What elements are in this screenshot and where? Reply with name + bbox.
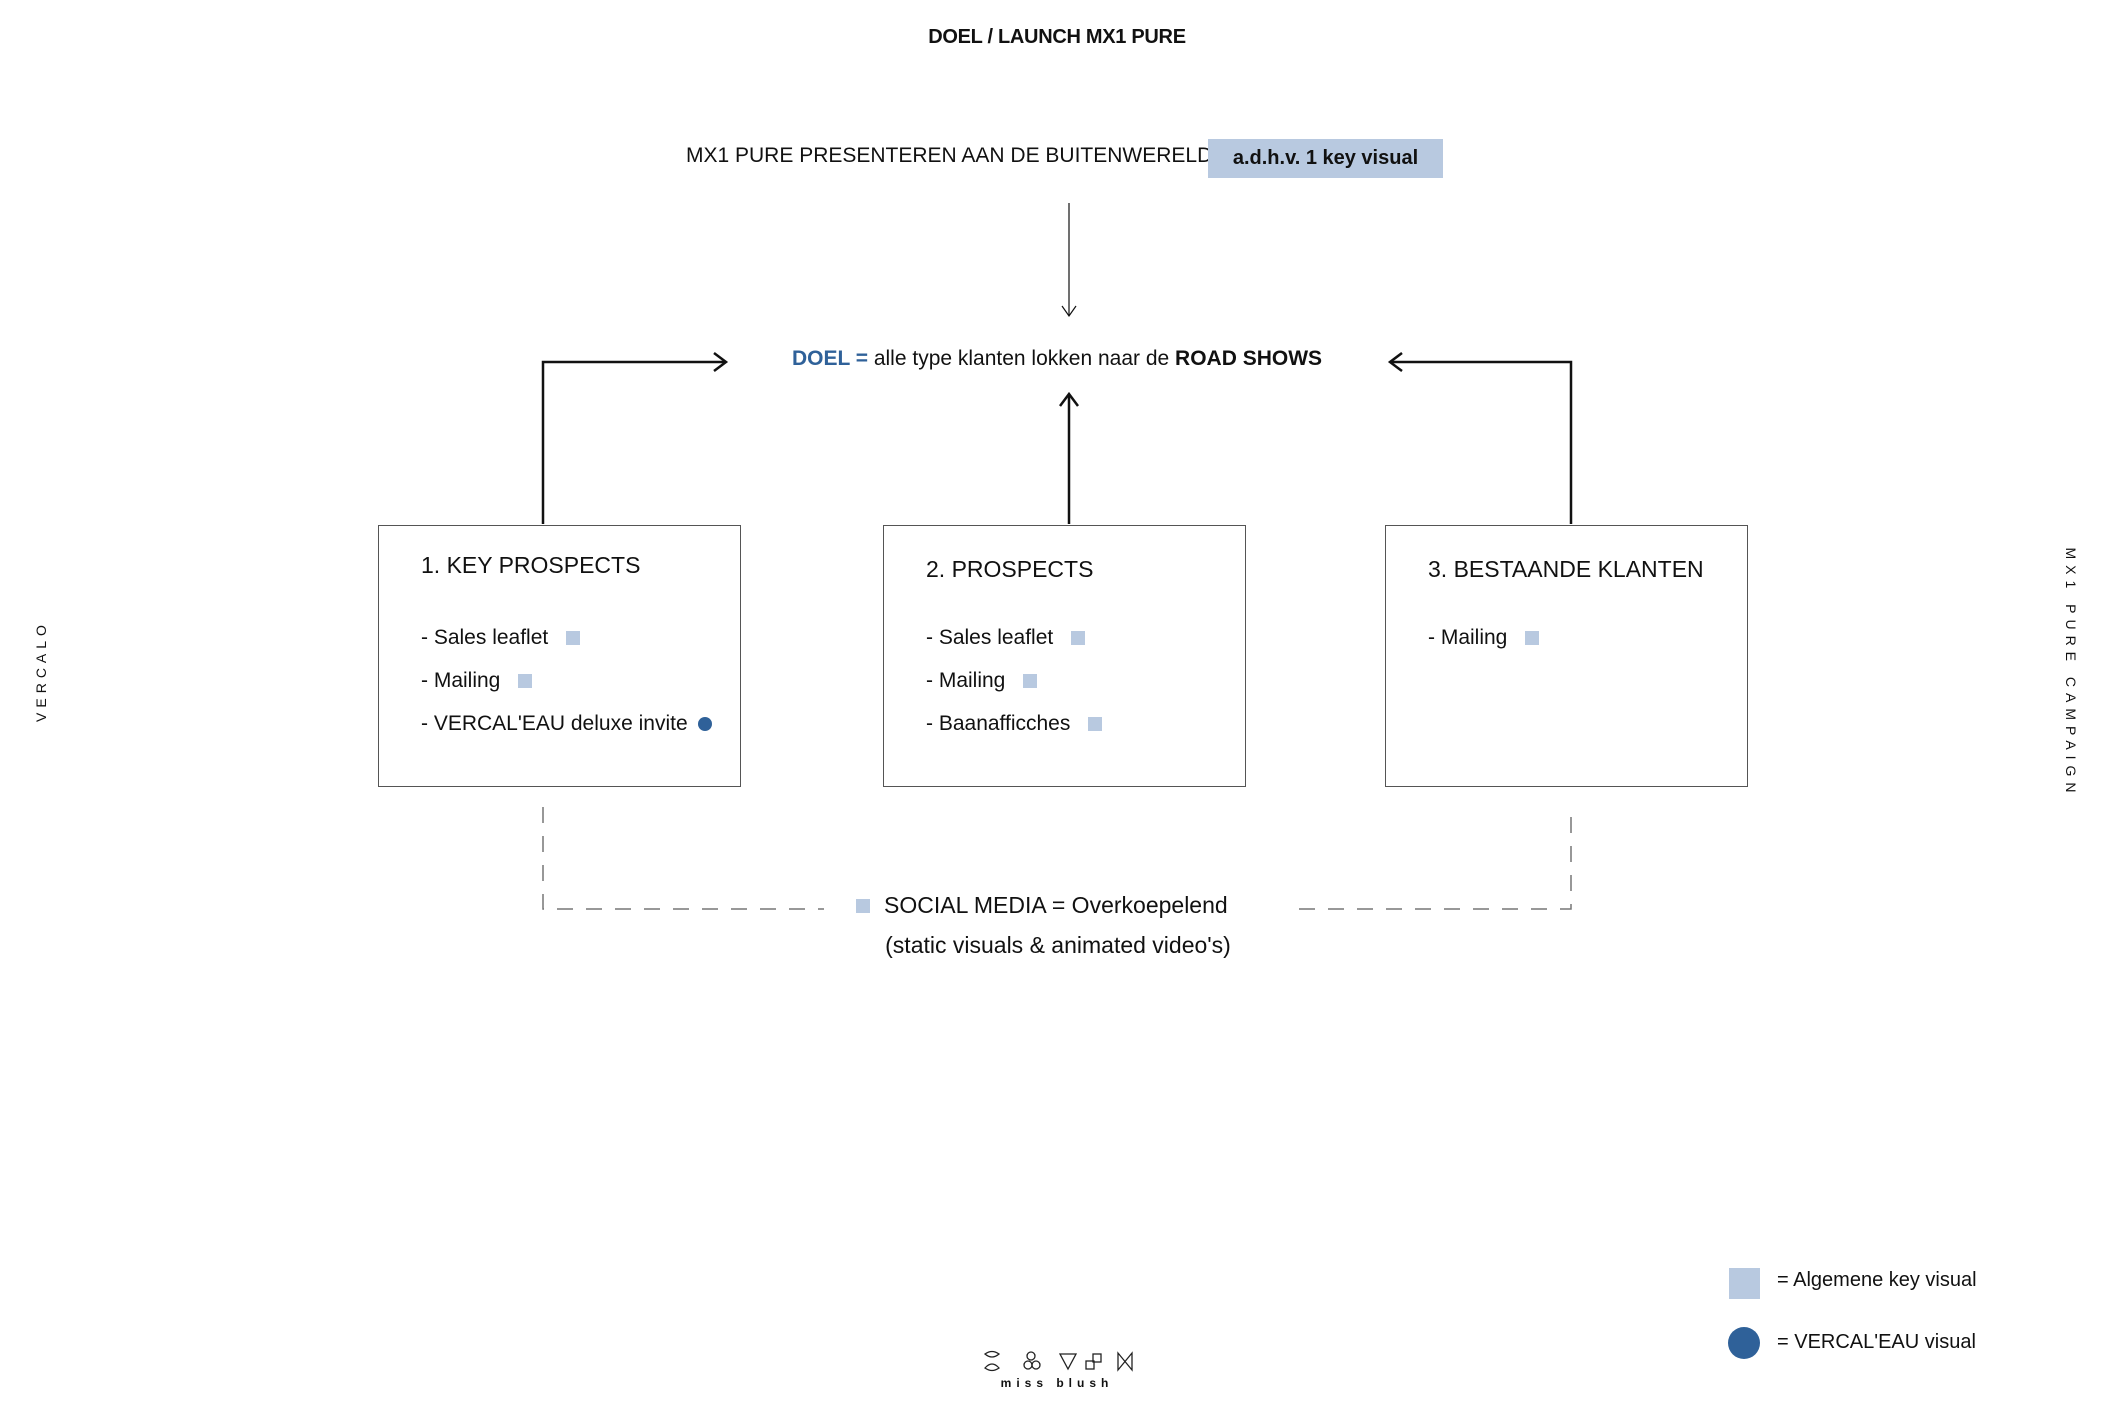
goal-text: alle type klanten lokken naar de — [868, 347, 1176, 370]
key-visual-marker-icon — [1023, 674, 1038, 688]
double-arc-icon — [983, 1350, 1001, 1372]
side-label-left: VERCALO — [33, 620, 49, 722]
goal-statement: DOEL = alle type klanten lokken naar de … — [0, 347, 2106, 371]
list-item: - Sales leaflet — [926, 626, 1086, 650]
box-title: 1. KEY PROSPECTS — [421, 552, 641, 578]
social-media-line: SOCIAL MEDIA = Overkoepelend — [856, 892, 1228, 919]
brand-logo-icons — [983, 1350, 1133, 1372]
dashed-left — [542, 807, 824, 910]
box-key-prospects: 1. KEY PROSPECTS - Sales leaflet - Maili… — [378, 525, 741, 787]
list-item: - VERCAL'EAU deluxe invite — [421, 712, 712, 736]
social-media-subtext: (static visuals & animated video's) — [885, 932, 1231, 958]
legend-label: = VERCAL'EAU visual — [1777, 1331, 1976, 1353]
key-visual-marker-icon — [856, 898, 870, 913]
box-title: 3. BESTAANDE KLANTEN — [1428, 556, 1704, 582]
box-prospects: 2. PROSPECTS - Sales leaflet - Mailing -… — [883, 525, 1246, 787]
legend-label: = Algemene key visual — [1777, 1269, 1977, 1291]
goal-label: DOEL = — [791, 347, 868, 370]
key-visual-marker-icon — [518, 674, 533, 688]
triangle-icon — [1058, 1353, 1078, 1371]
bowtie-icon — [1117, 1351, 1133, 1372]
key-visual-highlight: a.d.h.v. 1 key visual — [1208, 139, 1443, 178]
legend-square-icon — [1729, 1268, 1760, 1299]
list-item: - Baanafficches — [926, 712, 1103, 736]
legend-circle-icon — [1728, 1327, 1760, 1359]
list-item: - Mailing — [1428, 626, 1540, 650]
key-visual-marker-icon — [1071, 631, 1086, 645]
circles-icon — [1023, 1351, 1041, 1370]
list-item: - Mailing — [421, 669, 533, 693]
presentation-text: MX1 PURE PRESENTEREN AAN DE BUITENWERELD — [686, 144, 1213, 167]
box-bestaande-klanten: 3. BESTAANDE KLANTEN - Mailing — [1385, 525, 1748, 787]
squares-icon — [1085, 1353, 1102, 1370]
dashed-right — [1299, 815, 1572, 910]
key-visual-marker-icon — [566, 631, 581, 645]
page-title: DOEL / LAUNCH MX1 PURE — [928, 26, 1186, 48]
side-label-right: MX1 PURE CAMPAIGN — [2063, 547, 2079, 799]
brand-name: miss blush — [1000, 1376, 1114, 1390]
arrow-bestaande-klanten — [1392, 360, 1573, 524]
list-item: - Mailing — [926, 669, 1038, 693]
goal-emphasis: ROAD SHOWS — [1175, 347, 1323, 370]
box-title: 2. PROSPECTS — [926, 556, 1094, 582]
arrow-key-prospects — [541, 360, 724, 524]
key-visual-marker-icon — [1525, 631, 1540, 645]
vercaleau-marker-icon — [697, 717, 712, 731]
key-visual-marker-icon — [1088, 717, 1103, 731]
list-item: - Sales leaflet — [421, 626, 581, 650]
